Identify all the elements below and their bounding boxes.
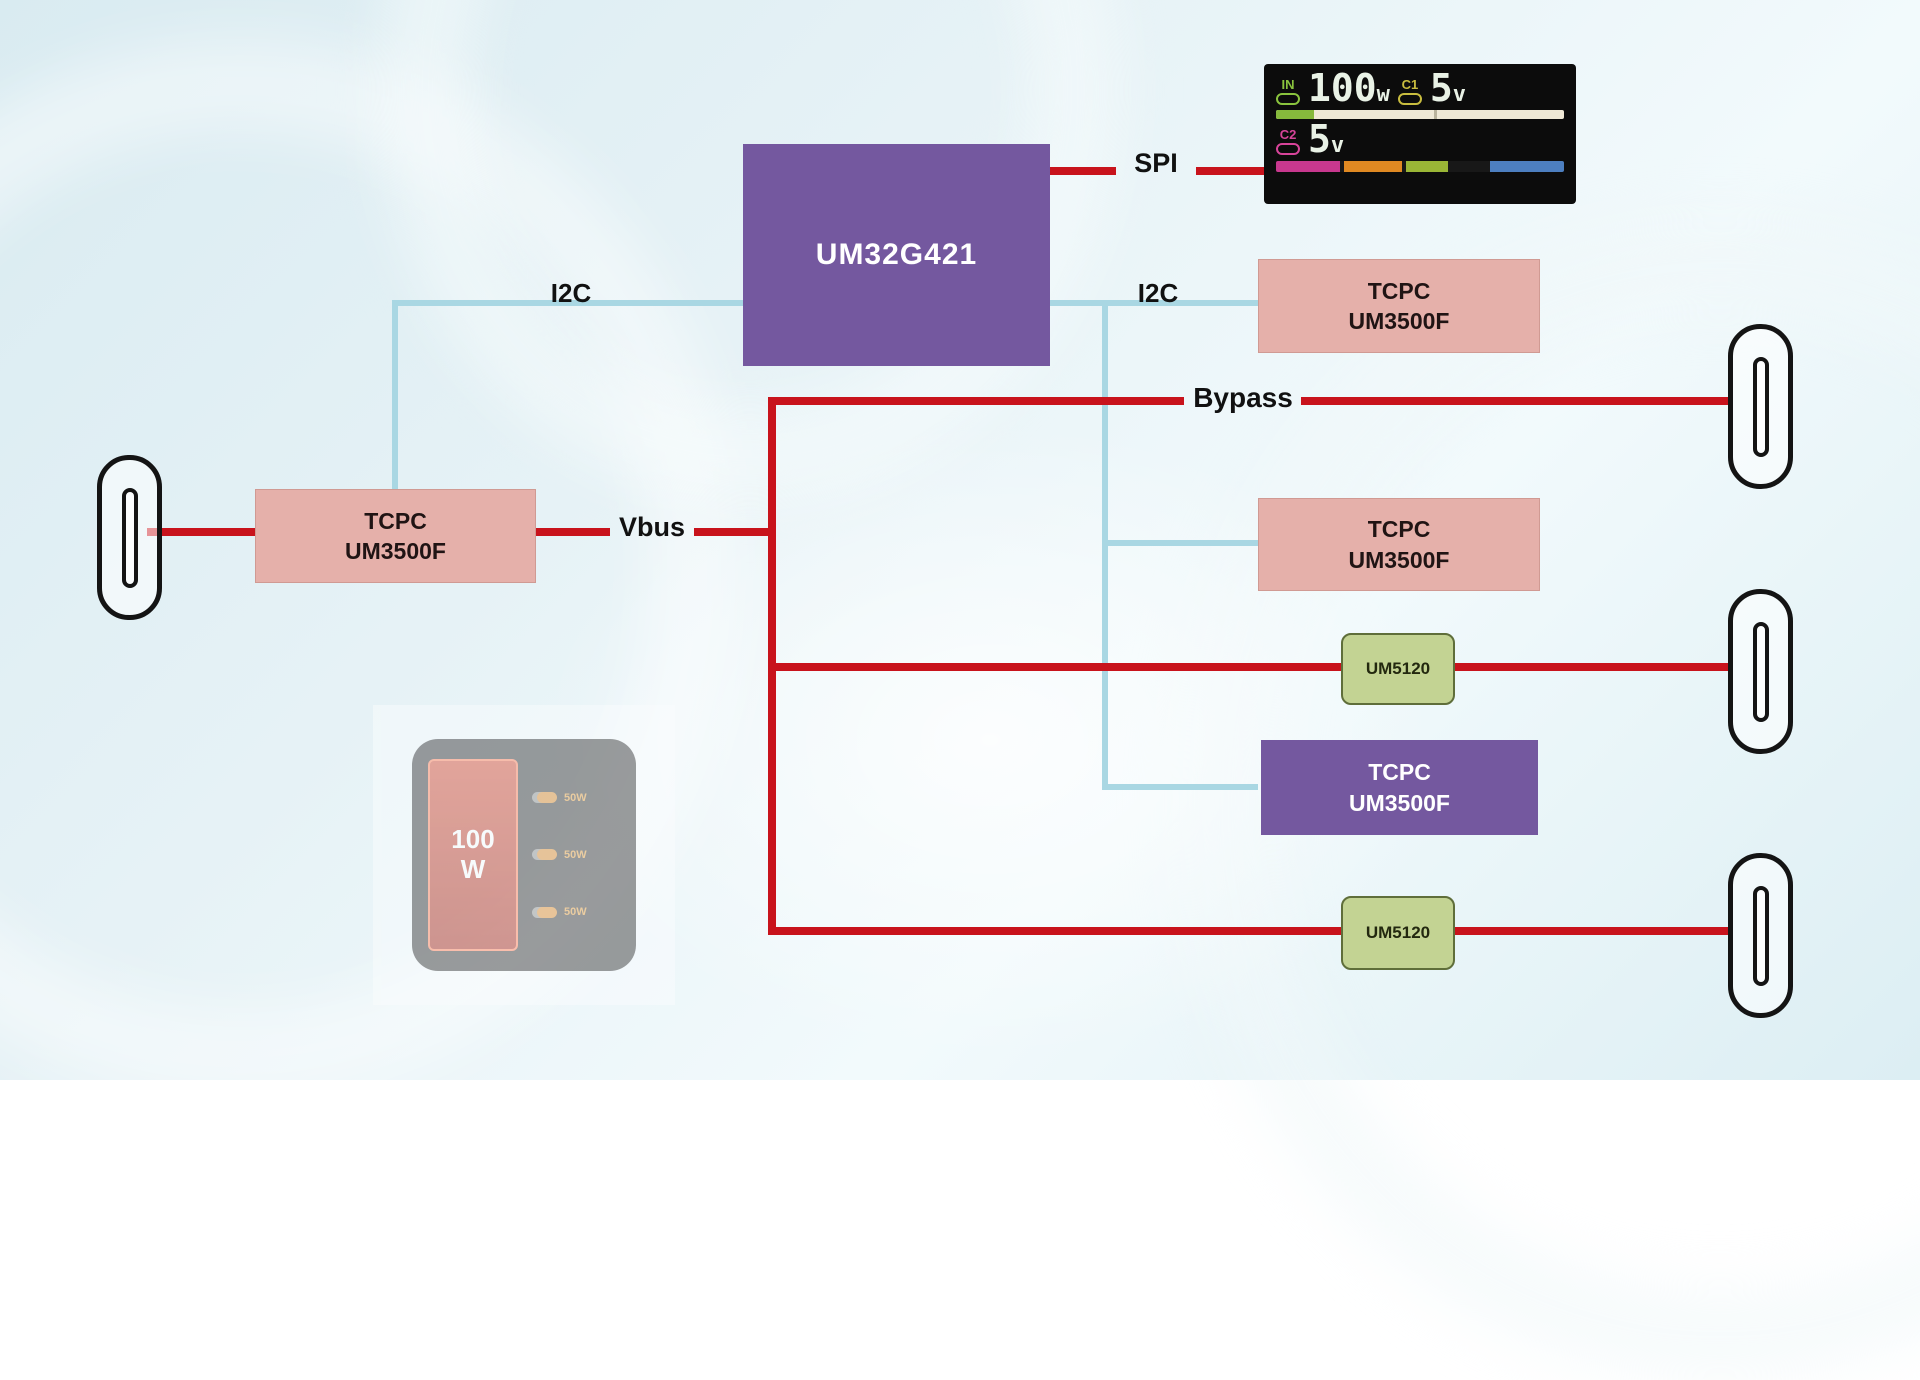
vbus-label: Vbus <box>618 512 685 542</box>
um5120-top-label: UM5120 <box>1365 659 1431 678</box>
vbus-line-input <box>147 528 255 536</box>
spi-line-segment-2 <box>1196 167 1264 175</box>
c1-oval-icon <box>1397 92 1422 105</box>
um5120-bottom-block: UM5120 <box>1341 896 1455 970</box>
meter-segment-green <box>1276 109 1314 119</box>
power-meter-ports: 50W 50W 50W <box>532 759 620 951</box>
input-power-unit: w <box>1376 82 1390 107</box>
power-meter-screen: 100 W <box>428 759 518 951</box>
i2c-bus-left-horizontal <box>392 300 743 306</box>
output-line-bottom <box>772 927 1732 935</box>
port-wattage-label: 50W <box>564 906 587 919</box>
power-meter-device: 100 W 50W 50W 50W <box>412 739 636 971</box>
plug-icon <box>537 849 557 861</box>
vbus-line-segment-2 <box>694 528 772 536</box>
c1-badge: C1 <box>1397 76 1422 105</box>
power-meter-port: 50W <box>532 906 620 918</box>
output-line-mid <box>772 663 1732 671</box>
lcd-row-1: IN 100w C1 5v <box>1276 69 1564 107</box>
power-meter-port: 50W <box>532 849 620 861</box>
c1-voltage-number: 5 <box>1429 66 1453 110</box>
meter-segment-dark <box>1448 161 1490 172</box>
plug-icon <box>537 792 557 804</box>
um5120-top-block: UM5120 <box>1341 633 1455 705</box>
tcpc-right-top-block: TCPC UM3500F <box>1258 259 1540 353</box>
um5120-bottom-label: UM5120 <box>1365 923 1431 942</box>
lcd-row-2: C2 5v <box>1276 120 1564 158</box>
usb-c-slot-icon <box>1752 621 1769 722</box>
i2c-bus-left-vertical <box>392 300 398 492</box>
usb-c-port-icon-right-mid <box>1728 589 1793 754</box>
power-meter-port: 50W <box>532 792 620 804</box>
in-oval-icon <box>1276 92 1300 105</box>
tcpc-right-top-line1: TCPC <box>1367 277 1431 304</box>
lcd-meter-bar-bottom <box>1276 161 1564 173</box>
i2c-label-left: I2C <box>550 278 592 308</box>
bypass-line-segment-1 <box>772 397 1184 405</box>
controller-label: UM32G421 <box>815 238 978 271</box>
i2c-label-right: I2C <box>1137 278 1179 308</box>
usb-c-port-icon-right-top <box>1728 324 1793 489</box>
c1-voltage-unit: v <box>1452 82 1467 107</box>
plug-icon <box>537 906 557 918</box>
meter-segment-magenta <box>1276 161 1340 173</box>
c2-voltage-number: 5 <box>1308 116 1331 161</box>
c2-badge: C2 <box>1276 127 1300 156</box>
usb-c-slot-icon <box>1752 885 1769 986</box>
usb-c-port-icon-right-bottom <box>1728 853 1793 1018</box>
c2-oval-icon <box>1276 143 1300 156</box>
lcd-display: IN 100w C1 5v C2 5v <box>1264 64 1576 204</box>
tcpc-right-mid-line1: TCPC <box>1367 516 1431 543</box>
tcpc-right-bottom-line1: TCPC <box>1368 759 1431 786</box>
usb-c-slot-icon <box>121 487 138 588</box>
input-power-number: 100 <box>1308 66 1377 110</box>
controller-block: UM32G421 <box>743 144 1050 366</box>
power-meter-unit: W <box>460 854 486 884</box>
power-meter-value: 100 <box>451 824 495 855</box>
tcpc-right-mid-block: TCPC UM3500F <box>1258 498 1540 591</box>
usb-c-slot-icon <box>1752 356 1769 457</box>
spi-label: SPI <box>1134 148 1178 178</box>
port-wattage-label: 50W <box>564 791 587 804</box>
i2c-branch-bottom <box>1102 784 1258 790</box>
meter-segment-blue <box>1490 161 1564 173</box>
c2-badge-label: C2 <box>1279 127 1297 143</box>
lcd-meter-bar-top <box>1276 109 1564 119</box>
port-wattage-label: 50W <box>564 848 587 861</box>
i2c-bus-right-horizontal <box>1050 300 1258 306</box>
tcpc-left-block: TCPC UM3500F <box>255 489 536 583</box>
spi-line-segment-1 <box>1050 167 1116 175</box>
tcpc-right-bottom-line2: UM3500F <box>1349 789 1450 816</box>
c2-voltage-value: 5v <box>1308 120 1345 158</box>
bypass-label: Bypass <box>1193 382 1293 413</box>
tcpc-right-bottom-block: TCPC UM3500F <box>1261 740 1538 835</box>
meter-segment-orange <box>1344 161 1402 173</box>
c1-voltage-value: 5v <box>1430 69 1467 107</box>
tcpc-left-line2: UM3500F <box>345 538 446 564</box>
c1-badge-label: C1 <box>1401 76 1419 92</box>
power-meter-photo: 100 W 50W 50W 50W <box>373 705 675 1005</box>
tcpc-left-line1: TCPC <box>364 507 427 534</box>
bypass-line-segment-2 <box>1301 397 1732 405</box>
vbus-line-segment-1 <box>534 528 610 536</box>
usb-c-port-icon-left <box>97 455 162 620</box>
tcpc-right-mid-line2: UM3500F <box>1348 546 1450 573</box>
meter-tick <box>1434 109 1437 119</box>
i2c-branch-mid <box>1102 540 1258 546</box>
tcpc-right-top-line2: UM3500F <box>1348 308 1450 334</box>
in-badge-label: IN <box>1281 76 1295 92</box>
meter-segment-yellowgreen <box>1406 161 1448 173</box>
in-badge: IN <box>1276 78 1300 105</box>
input-power-value: 100w <box>1308 69 1390 107</box>
c2-voltage-unit: v <box>1330 132 1345 158</box>
